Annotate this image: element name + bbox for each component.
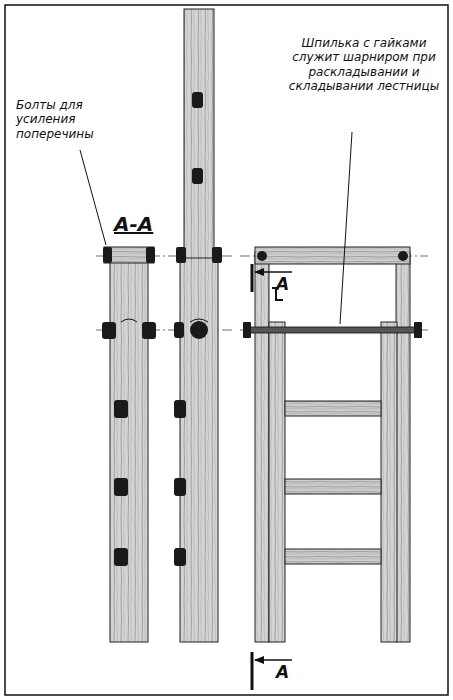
front-view [243,247,422,642]
hinge [190,321,208,339]
nut [243,251,422,338]
section-mark [252,264,292,690]
callout-text: Болты для усиления поперечины [16,98,116,141]
section-letter: А [276,662,298,682]
section-title: А-А [114,212,174,236]
rung-end [174,92,222,566]
callout-text: Шпилька с гайками служит шарниром при ра… [284,36,444,94]
frame [5,5,448,695]
side-view [174,9,222,642]
hinge-pin [248,327,418,333]
section-view [102,247,156,642]
section-letter: А [276,274,298,294]
bolt [103,247,155,263]
leader-line [80,132,352,324]
rung [285,401,381,564]
rung-end [102,322,156,566]
